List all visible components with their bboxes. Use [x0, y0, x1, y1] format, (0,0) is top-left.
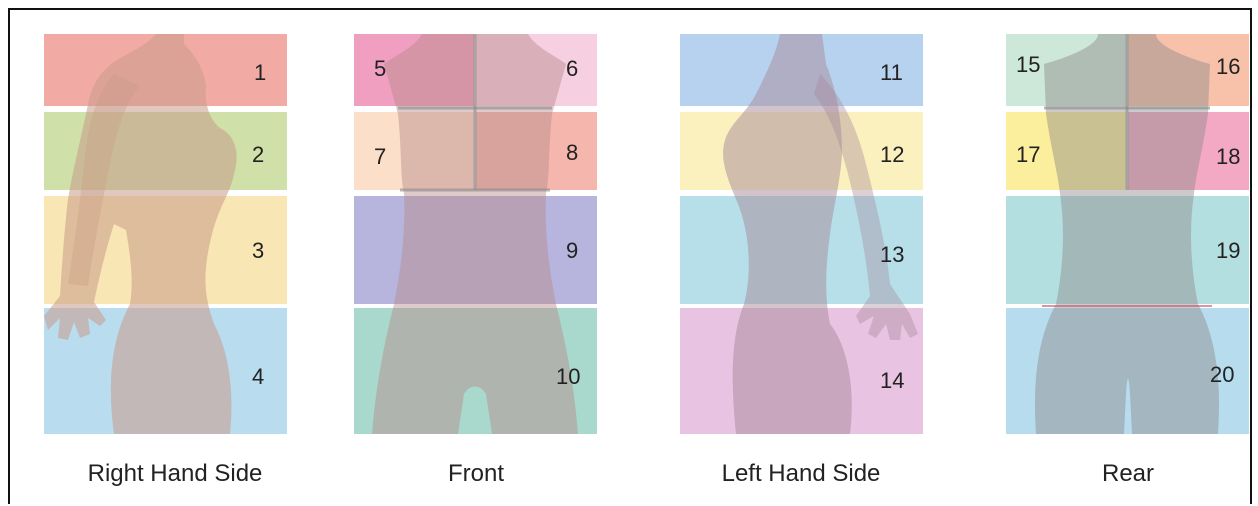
zone-12-label: 12	[880, 144, 904, 166]
zone-20-label: 20	[1210, 364, 1234, 386]
zone-16-label: 16	[1216, 56, 1240, 78]
zone-1-label: 1	[254, 62, 266, 84]
zone-7-label: 7	[374, 146, 386, 168]
view-left-hand-side: 11 12 13 14	[680, 34, 923, 434]
zone-4-label: 4	[252, 366, 264, 388]
caption-left-hand-side: Left Hand Side	[651, 460, 951, 488]
zone-13-label: 13	[880, 244, 904, 266]
zone-10-label: 10	[556, 366, 580, 388]
zone-9-label: 9	[566, 240, 578, 262]
zone-19-label: 19	[1216, 240, 1240, 262]
caption-right-hand-side: Right Hand Side	[25, 460, 325, 488]
right-side-zones-diagram	[44, 34, 287, 434]
zone-17-label: 17	[1016, 144, 1040, 166]
zone-3-label: 3	[252, 240, 264, 262]
zone-6-label: 6	[566, 58, 578, 80]
view-rear: 15 16 17 18 19 20	[1006, 34, 1249, 434]
zone-5-label: 5	[374, 58, 386, 80]
view-right-hand-side: 1 2 3 4	[44, 34, 287, 434]
zone-2-label: 2	[252, 144, 264, 166]
view-front: 5 6 7 8 9 10	[354, 34, 597, 434]
zone-14-label: 14	[880, 370, 904, 392]
zone-11-label: 11	[880, 62, 903, 84]
zone-15-label: 15	[1016, 54, 1040, 76]
zone-8-label: 8	[566, 142, 578, 164]
zone-18-label: 18	[1216, 146, 1240, 168]
caption-front: Front	[326, 460, 626, 488]
caption-rear: Rear	[978, 460, 1258, 488]
